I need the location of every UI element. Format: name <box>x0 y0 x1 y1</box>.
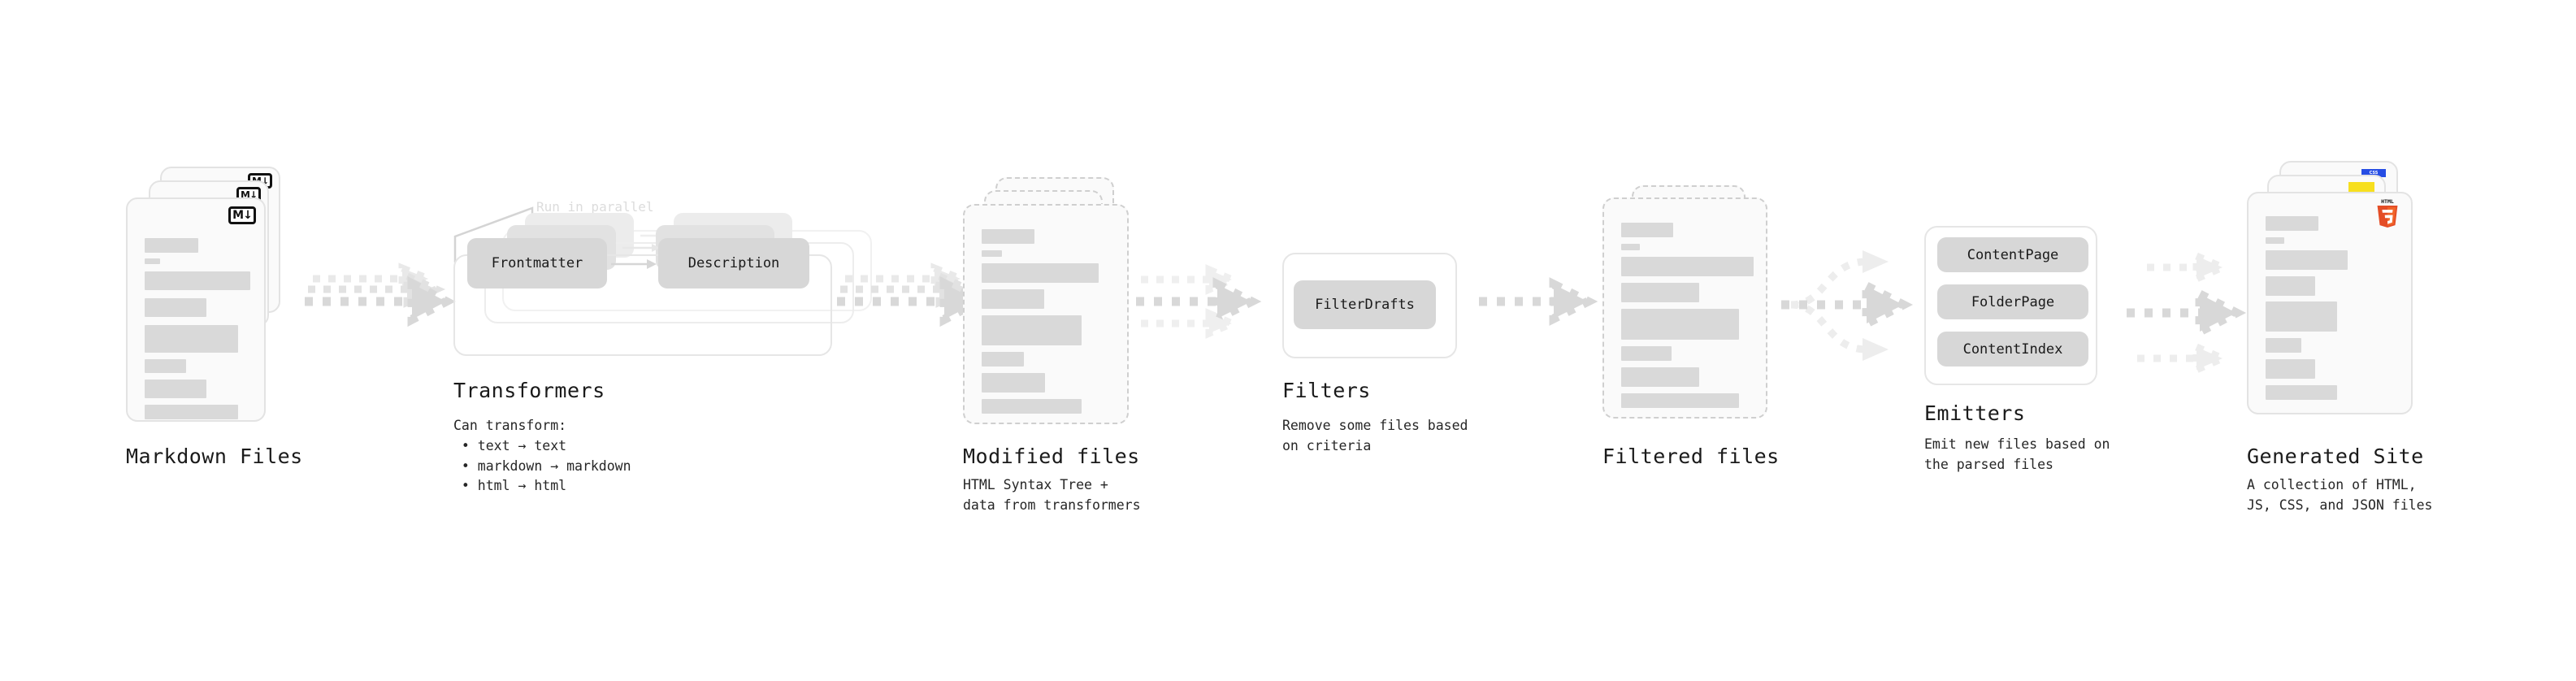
skeleton-bar <box>2266 301 2337 332</box>
skeleton-bar <box>1621 283 1699 302</box>
skeleton-bar <box>982 373 1045 393</box>
emitters-subtitle: Emit new files based on the parsed files <box>1924 435 2110 475</box>
modified-card-front <box>963 204 1129 424</box>
emitter-node-contentpage[interactable]: ContentPage <box>1937 237 2088 272</box>
skeleton-bar <box>982 229 1034 244</box>
skeleton-bar <box>2266 216 2318 231</box>
skeleton-bar <box>982 250 1002 257</box>
arrow-transformers-to-modified <box>837 262 988 327</box>
transform-arrow <box>611 259 657 269</box>
skeleton-bar <box>982 352 1024 367</box>
skeleton-bar <box>145 325 238 353</box>
skeleton-bar <box>2266 250 2348 270</box>
generated-site-subtitle: A collection of HTML, JS, CSS, and JSON … <box>2247 475 2432 516</box>
transformers-subtitle: Can transform: • text → text • markdown … <box>453 416 631 497</box>
skeleton-bar <box>145 405 238 419</box>
emitter-node-folderpage[interactable]: FolderPage <box>1937 284 2088 319</box>
skeleton-bar <box>1621 257 1754 276</box>
skeleton-bar <box>2266 276 2315 296</box>
skeleton-bar <box>145 271 250 290</box>
svg-text:HTML: HTML <box>2381 198 2394 205</box>
arrow-modified-to-filters <box>1136 264 1262 339</box>
run-in-parallel-label: Run in parallel <box>536 199 654 215</box>
skeleton-bar <box>2266 385 2337 400</box>
filters-subtitle: Remove some files based on criteria <box>1282 416 1468 457</box>
skeleton-bar <box>145 238 198 253</box>
transformer-node-frontmatter[interactable]: Frontmatter <box>467 238 607 288</box>
transformer-node-description[interactable]: Description <box>658 238 809 288</box>
skeleton-bar <box>982 263 1099 283</box>
filters-subtitle-text: Remove some files based on criteria <box>1282 418 1468 453</box>
generated-site-subtitle-text: A collection of HTML, JS, CSS, and JSON … <box>2247 477 2433 513</box>
css-badge: CSS <box>2361 169 2386 177</box>
skeleton-bar <box>1621 244 1640 250</box>
skeleton-bar <box>982 289 1044 309</box>
modified-files-title: Modified files <box>963 445 1140 468</box>
filter-node-filterdrafts[interactable]: FilterDrafts <box>1294 280 1436 329</box>
transformers-title: Transformers <box>453 379 605 402</box>
modified-files-subtitle: HTML Syntax Tree + data from transformer… <box>963 475 1141 516</box>
skeleton-bar <box>145 298 206 317</box>
transform-arrow-ghost <box>622 244 660 252</box>
skeleton-bar <box>1621 346 1672 361</box>
skeleton-bar <box>1621 367 1699 387</box>
emitters-title: Emitters <box>1924 401 2026 425</box>
html5-icon: HTML <box>2377 198 2398 228</box>
emitter-node-contentindex[interactable]: ContentIndex <box>1937 332 2088 367</box>
transformers-box: Frontmatter Description <box>453 238 832 356</box>
emitters-box: ContentPage FolderPage ContentIndex <box>1924 226 2097 385</box>
arrow-emitters-to-site <box>2127 250 2247 375</box>
skeleton-bar <box>145 380 206 398</box>
skeleton-bar <box>1621 393 1739 408</box>
markdown-files-title: Markdown Files <box>126 445 303 468</box>
arrow-filtered-to-emitters <box>1781 250 1914 361</box>
arrow-markdown-to-transformers <box>305 262 456 327</box>
skeleton-bar <box>2266 338 2301 353</box>
generated-site-title: Generated Site <box>2247 445 2424 468</box>
filtered-card-front <box>1602 197 1767 419</box>
skeleton-bar <box>982 315 1082 345</box>
generated-card-front: HTML <box>2247 192 2413 414</box>
markdown-icon: M↓ <box>228 206 256 224</box>
filters-title: Filters <box>1282 379 1371 402</box>
skeleton-bar <box>982 399 1082 414</box>
skeleton-bar <box>2266 237 2284 244</box>
arrow-filters-to-filtered <box>1479 277 1598 326</box>
filtered-files-title: Filtered files <box>1602 445 1780 468</box>
skeleton-bar <box>2266 359 2315 379</box>
skeleton-bar <box>1621 223 1673 237</box>
modified-files-subtitle-text: HTML Syntax Tree + data from transformer… <box>963 477 1141 513</box>
skeleton-bar <box>1621 309 1739 340</box>
markdown-card-front: M↓ <box>126 197 266 422</box>
css-badge-label: CSS <box>2369 171 2379 176</box>
emitters-subtitle-text: Emit new files based on the parsed files <box>1924 436 2110 472</box>
transformers-subtitle-text: Can transform: • text → text • markdown … <box>453 418 631 494</box>
skeleton-bar <box>145 359 186 373</box>
filters-box: FilterDrafts <box>1282 253 1457 358</box>
skeleton-bar <box>145 258 160 264</box>
